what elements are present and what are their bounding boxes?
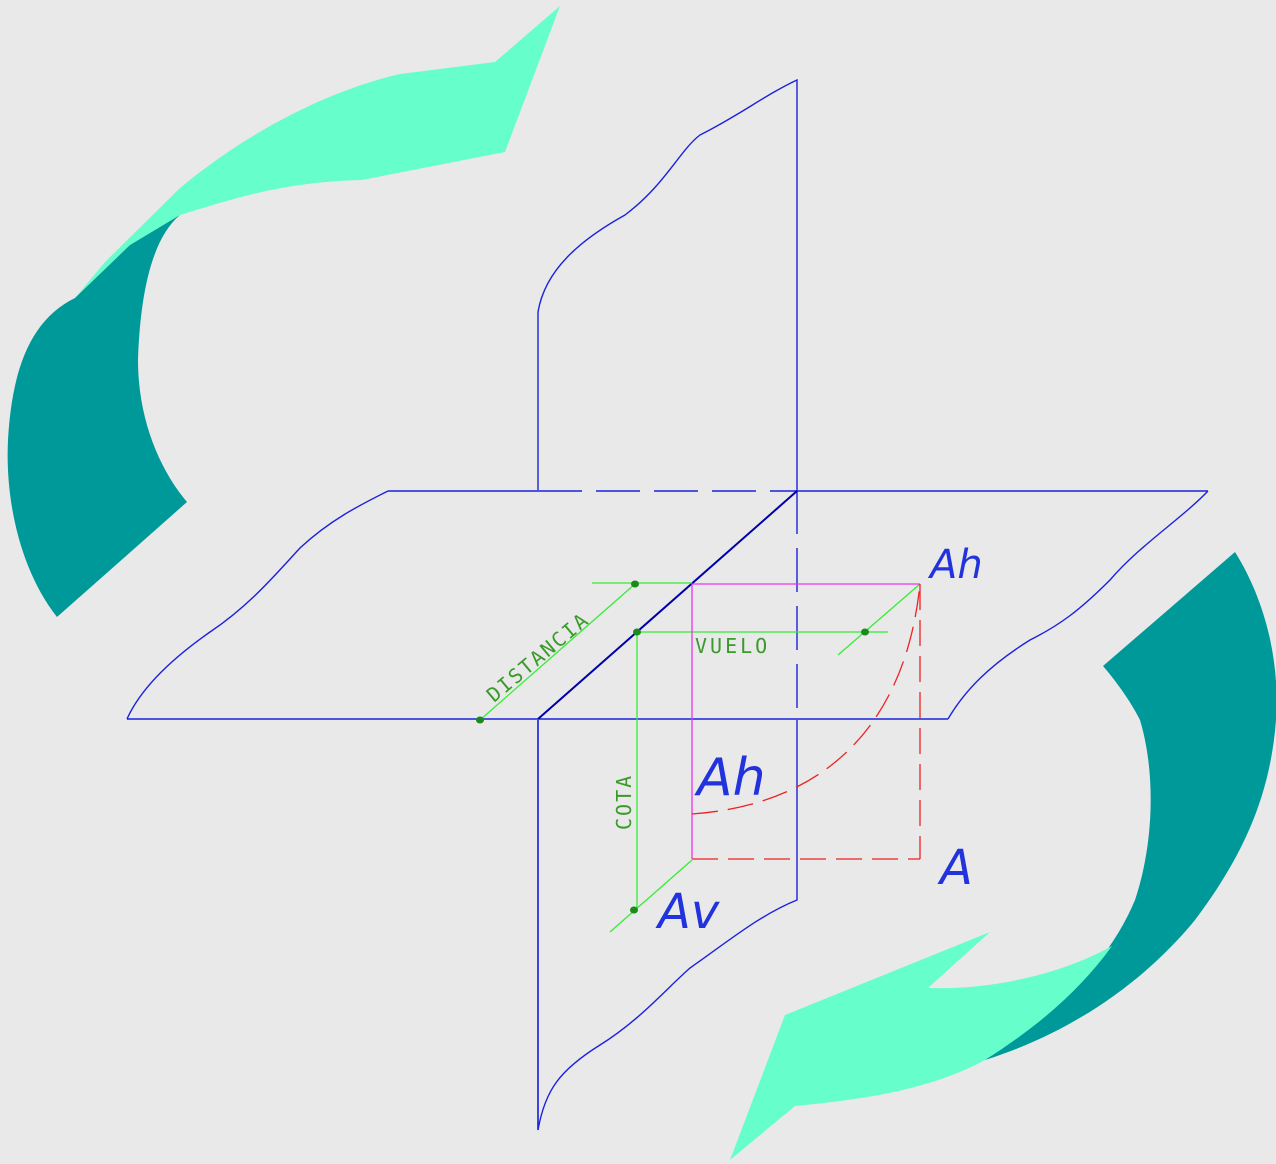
label-ah-top: Ah [927,542,983,588]
horizontal-plane [126,490,1209,720]
point-vuelo-start [633,628,641,636]
ground-line [537,490,798,720]
vertical-plane [537,78,798,1131]
label-distancia: DISTANCIA [482,607,594,707]
distancia-line [479,583,636,721]
arrow-head-light-bottom [730,932,1112,1160]
label-a: A [937,840,973,896]
label-av: Av [655,884,720,940]
label-cota: COTA [612,774,636,830]
measure-lines [479,582,921,933]
rotation-arrow-bottom-right [730,552,1276,1160]
label-vuelo: VUELO [695,634,770,658]
point-vuelo-end [861,628,869,636]
arrow-tail-dark-bottom [985,552,1276,1060]
point-distancia-top [631,580,639,588]
point-cota-bottom [630,906,638,914]
horizontal-plane-left-edge [126,490,389,720]
vertical-plane-lower [537,720,798,1131]
point-distancia-base [476,716,484,724]
arrow-head-light-top [75,6,560,298]
label-ah-inner: Ah [694,748,766,808]
av-tick [609,859,693,933]
points [476,580,869,914]
rotation-construction [691,583,921,860]
projection-lines [691,583,920,859]
vuelo-cross-tick [837,583,921,656]
arrow-tail-dark-top [7,215,187,617]
rotation-arc [691,583,921,815]
horizontal-plane-right-edge [947,490,1209,720]
rotation-arrow-top-left [7,6,560,617]
